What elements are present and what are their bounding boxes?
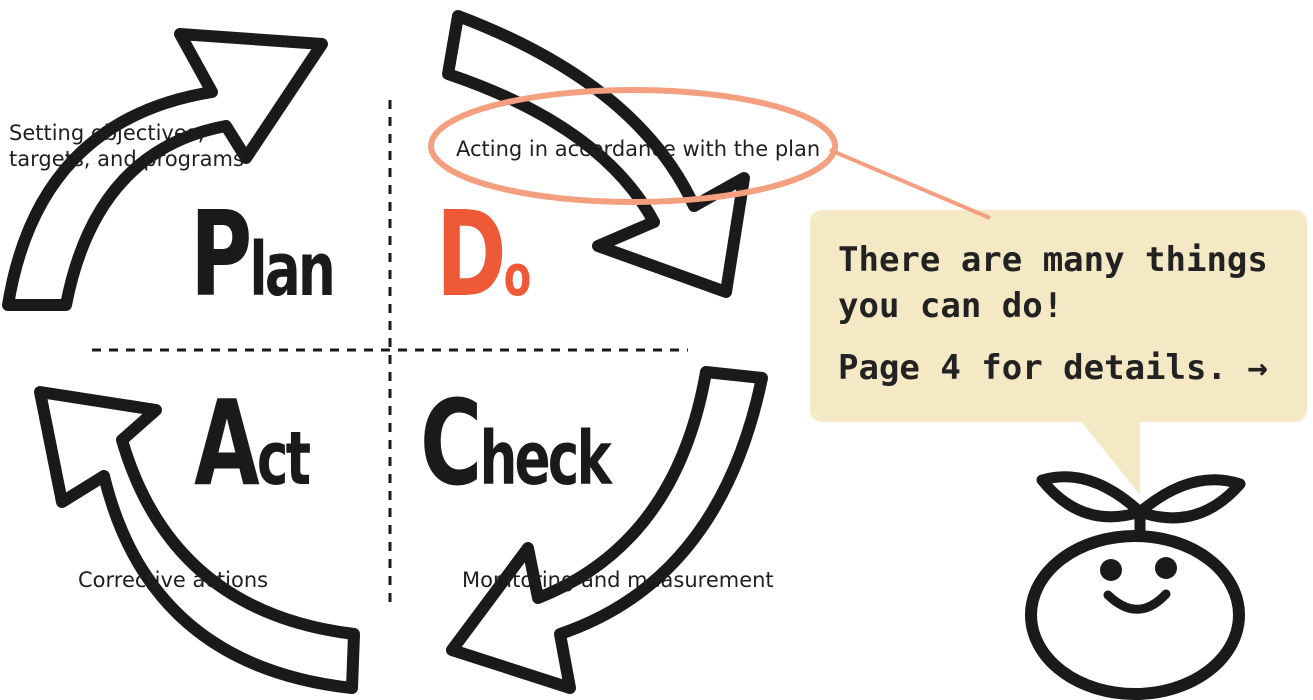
act-label: Act <box>194 384 311 502</box>
arrow-up-left-icon <box>34 386 360 694</box>
speech-bubble-tail <box>1080 420 1140 495</box>
do-caption: Acting in accordance with the plan <box>456 137 821 161</box>
act-initial: A <box>194 374 260 512</box>
highlight-ring <box>428 87 838 205</box>
arrow-down-left-icon <box>446 366 768 694</box>
callout-pointer-line <box>829 148 991 220</box>
do-rest: o <box>503 244 532 309</box>
sprout-mascot-icon <box>1025 471 1246 700</box>
arrow-up-right-icon <box>2 28 328 311</box>
callout-line3[interactable]: Page 4 for details. → <box>838 348 1268 388</box>
do-label: Do <box>436 195 532 313</box>
speech-bubble <box>810 210 1307 422</box>
plan-caption-line1: Setting objectives, <box>9 121 205 145</box>
plan-rest: lan <box>249 227 335 313</box>
plan-label: Plan <box>190 195 336 313</box>
check-initial: C <box>420 374 482 512</box>
plan-caption-line2: targets, and programs <box>9 147 244 171</box>
arrow-down-right-icon <box>442 10 750 298</box>
check-rest: heck <box>479 416 611 502</box>
callout-line1: There are many things <box>838 240 1268 280</box>
callout-line2: you can do! <box>838 286 1064 326</box>
check-caption: Monitoring and measurement <box>462 568 774 592</box>
check-label: Check <box>420 384 612 502</box>
do-initial: D <box>436 185 507 323</box>
act-rest: ct <box>256 416 311 502</box>
act-caption: Corrective actions <box>78 568 269 592</box>
plan-initial: P <box>190 185 252 323</box>
